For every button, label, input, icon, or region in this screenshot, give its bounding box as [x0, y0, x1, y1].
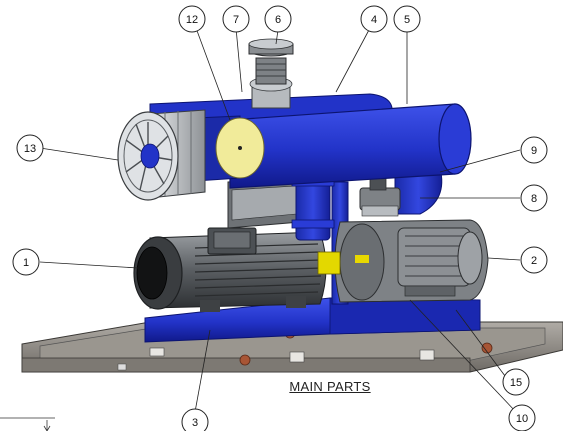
- callout-9: 9: [520, 136, 548, 164]
- blue-subframe: [144, 297, 481, 343]
- callout-7: 7: [222, 5, 250, 33]
- callout-label: 8: [531, 193, 537, 205]
- callout-label: 3: [192, 417, 198, 429]
- callout-6: 6: [264, 5, 292, 33]
- caption-title: MAIN PARTS: [289, 379, 371, 394]
- top-flange: [248, 38, 294, 109]
- callout-1: 1: [12, 248, 40, 276]
- dimension-mark: [0, 417, 55, 431]
- callout-label: 15: [510, 377, 522, 389]
- callout-label: 13: [24, 143, 36, 155]
- blower-unit: [334, 219, 489, 303]
- callout-label: 7: [233, 14, 239, 26]
- callout-label: 5: [404, 14, 410, 26]
- filter-frame: [227, 177, 301, 229]
- callout-label: 12: [186, 14, 198, 26]
- coupling: [317, 251, 341, 275]
- callout-label: 4: [371, 14, 377, 26]
- callout-label: 2: [531, 255, 537, 267]
- electric-motor: [133, 227, 327, 312]
- callout-2: 2: [520, 246, 548, 274]
- callout-13: 13: [16, 134, 44, 162]
- leader-lines: [39, 27, 521, 413]
- callout-10: 10: [508, 404, 536, 431]
- callout-label: 9: [531, 145, 537, 157]
- callout-5: 5: [393, 5, 421, 33]
- callout-3: 3: [181, 408, 209, 431]
- callout-label: 1: [23, 257, 29, 269]
- callout-label: 6: [275, 14, 281, 26]
- cooling-fan: [117, 109, 206, 201]
- callout-label: 10: [516, 413, 528, 425]
- callout-4: 4: [360, 5, 388, 33]
- callout-8: 8: [520, 184, 548, 212]
- callout-15: 15: [502, 368, 530, 396]
- callout-12: 12: [178, 5, 206, 33]
